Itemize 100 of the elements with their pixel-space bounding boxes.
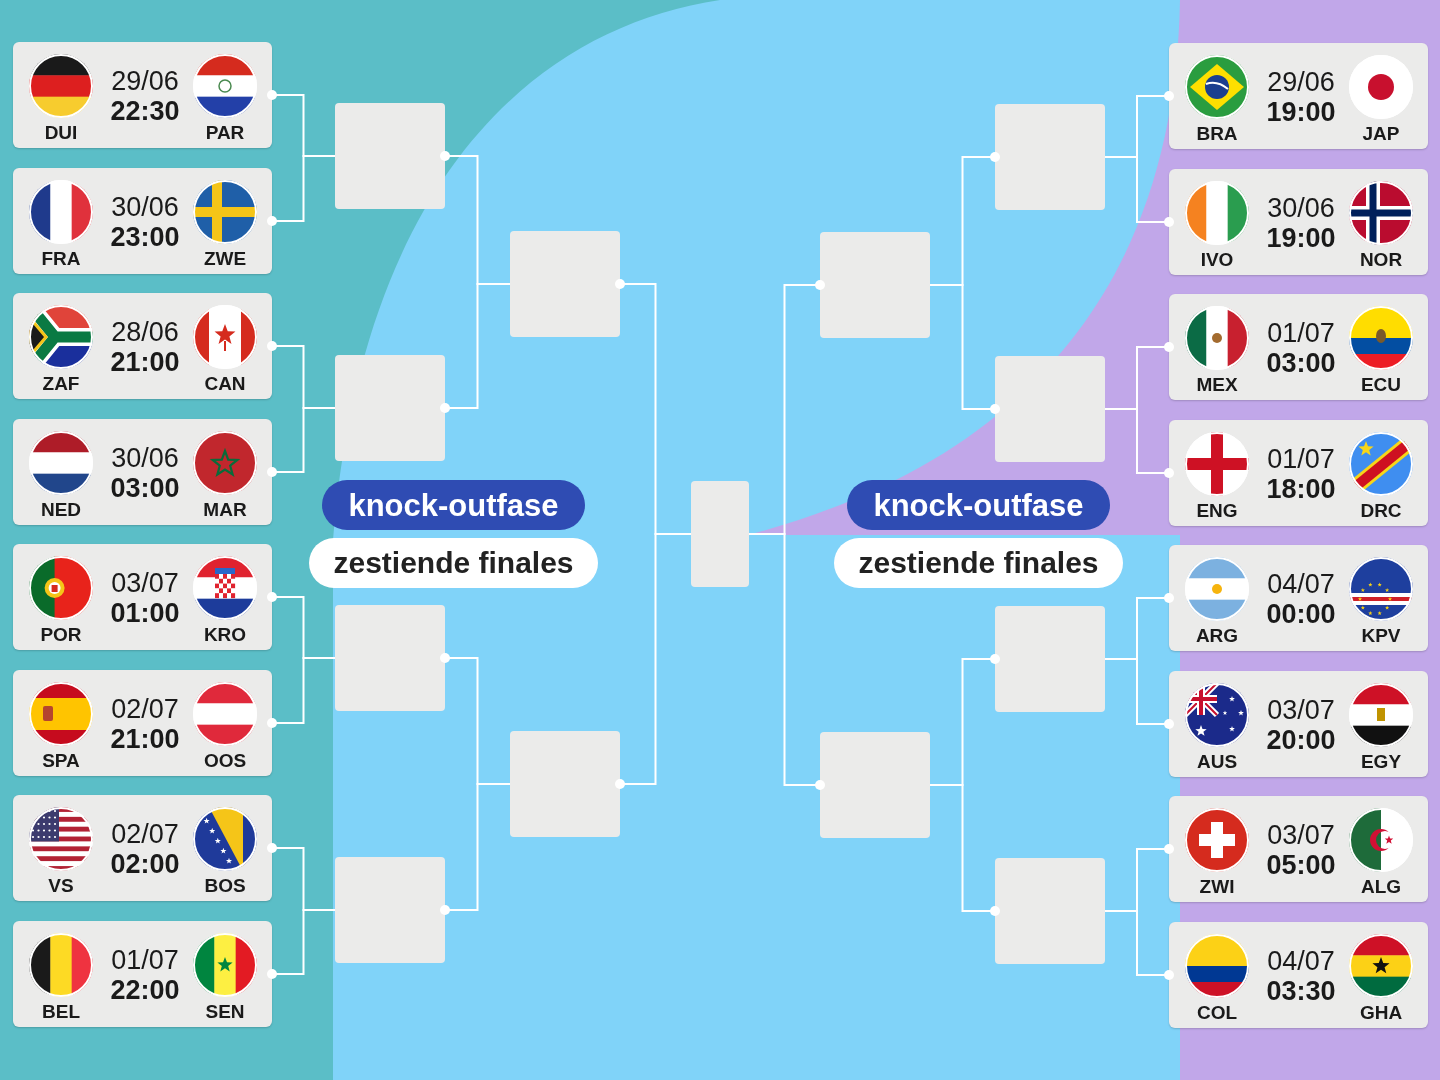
team-code: ARG [1195, 625, 1239, 645]
team-code: POR [40, 624, 82, 644]
bracket-line [267, 657, 336, 728]
match-date: 03/07 [111, 569, 179, 597]
bracket-line [929, 284, 1000, 414]
bracket-line [267, 155, 336, 226]
team-code: ECU [1360, 374, 1402, 394]
empty-match-slot [691, 481, 749, 587]
team-code: CAN [204, 373, 246, 393]
kickoff-time: 00:00 [1266, 600, 1336, 628]
team-code: KRO [203, 624, 247, 644]
team-code: ZWE [203, 248, 247, 268]
match-date: 30/06 [1267, 194, 1335, 222]
team-code: GHA [1359, 1002, 1403, 1022]
stage-label: knock-outfase [847, 480, 1110, 530]
kickoff-time: 19:00 [1266, 98, 1336, 126]
kickoff-time: 02:00 [110, 850, 180, 878]
team-code: BEL [42, 1001, 80, 1021]
team-code: MAR [203, 499, 247, 519]
bracket-line [440, 783, 511, 915]
match-card [13, 544, 272, 650]
match-date: 04/07 [1267, 947, 1335, 975]
bracket-line [615, 533, 692, 789]
match-date: 01/07 [1267, 445, 1335, 473]
kickoff-time: 05:00 [1266, 851, 1336, 879]
kickoff-time: 03:30 [1266, 977, 1336, 1005]
empty-match-slot [995, 858, 1105, 964]
stage-label: zestiende finales [834, 538, 1123, 588]
team-code: COL [1196, 1002, 1238, 1022]
team-code: DRC [1360, 500, 1402, 520]
empty-match-slot [335, 355, 445, 461]
bracket-line [440, 283, 511, 413]
team-code: ENG [1196, 500, 1238, 520]
match-date: 30/06 [111, 444, 179, 472]
team-code: SPA [42, 750, 80, 770]
empty-match-slot [995, 104, 1105, 210]
kickoff-time: 18:00 [1266, 475, 1336, 503]
empty-match-slot [820, 232, 930, 338]
stage-label: knock-outfase [322, 480, 585, 530]
bracket-line [929, 784, 1000, 916]
kickoff-time: 19:00 [1266, 224, 1336, 252]
match-date: 02/07 [111, 695, 179, 723]
match-card [1169, 671, 1428, 777]
match-card [1169, 922, 1428, 1028]
team-code: NED [40, 499, 82, 519]
match-card [1169, 796, 1428, 902]
match-card [13, 670, 272, 776]
kickoff-time: 23:00 [110, 223, 180, 251]
match-date: 02/07 [111, 820, 179, 848]
empty-match-slot [820, 732, 930, 838]
team-code: BRA [1196, 123, 1238, 143]
kickoff-time: 21:00 [110, 348, 180, 376]
kickoff-time: 22:30 [110, 97, 180, 125]
team-code: PAR [205, 122, 245, 142]
match-card [1169, 43, 1428, 149]
bracket-line [748, 533, 825, 790]
bracket-line [1104, 408, 1174, 478]
match-date: 01/07 [111, 946, 179, 974]
match-date: 30/06 [111, 193, 179, 221]
team-code: ALG [1360, 876, 1402, 896]
bracket-line [1104, 658, 1174, 729]
match-date: 01/07 [1267, 319, 1335, 347]
empty-match-slot [335, 103, 445, 209]
team-code: FRA [41, 248, 81, 268]
bracket-line [1104, 156, 1174, 227]
team-code: BOS [204, 875, 246, 895]
match-card [1169, 294, 1428, 400]
team-code: EGY [1360, 751, 1402, 771]
match-card [13, 42, 272, 148]
team-code: AUS [1196, 751, 1238, 771]
bracket-line [1104, 910, 1174, 980]
team-code: SEN [205, 1001, 245, 1021]
kickoff-time: 22:00 [110, 976, 180, 1004]
kickoff-time: 01:00 [110, 599, 180, 627]
match-date: 29/06 [1267, 68, 1335, 96]
empty-match-slot [335, 857, 445, 963]
stage-label: zestiende finales [309, 538, 598, 588]
bracket-line [267, 909, 336, 979]
team-code: IVO [1200, 249, 1234, 269]
match-card [1169, 420, 1428, 526]
match-date: 04/07 [1267, 570, 1335, 598]
match-card [1169, 545, 1428, 651]
team-code: DUI [44, 122, 78, 142]
match-date: 28/06 [111, 318, 179, 346]
bracket-line [267, 407, 336, 477]
match-card [13, 921, 272, 1027]
team-code: ZAF [42, 373, 80, 393]
match-date: 29/06 [111, 67, 179, 95]
team-code: VS [48, 875, 74, 895]
match-card [13, 419, 272, 525]
empty-match-slot [510, 731, 620, 837]
team-code: ZWI [1199, 876, 1235, 896]
kickoff-time: 20:00 [1266, 726, 1336, 754]
team-code: NOR [1359, 249, 1403, 269]
kickoff-time: 21:00 [110, 725, 180, 753]
match-date: 03/07 [1267, 821, 1335, 849]
empty-match-slot [995, 606, 1105, 712]
team-code: KPV [1361, 625, 1401, 645]
kickoff-time: 03:00 [1266, 349, 1336, 377]
match-card [13, 795, 272, 901]
